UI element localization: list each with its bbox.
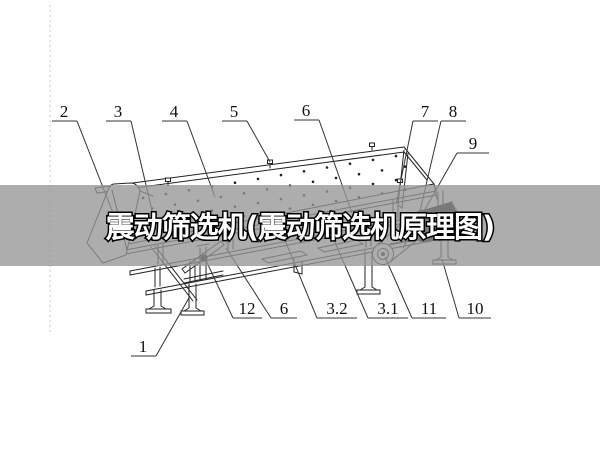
- watermark-band: [0, 185, 600, 266]
- rail-bolts: [165, 142, 403, 188]
- callout-label: 11: [421, 299, 437, 318]
- callout-4: 4: [162, 102, 216, 198]
- callout-10: 10: [441, 258, 491, 319]
- callout-label: 9: [469, 134, 478, 153]
- callout-label: 6: [280, 299, 289, 318]
- callout-label: 3: [114, 102, 123, 121]
- callout-label: 5: [230, 102, 239, 121]
- callout-label: 1: [139, 337, 148, 356]
- callout-label: 4: [170, 102, 179, 121]
- callout-label: 6: [302, 101, 311, 120]
- callout-1: 1: [131, 295, 191, 357]
- callout-leader-line: [441, 258, 460, 319]
- callout-label: 3.2: [326, 299, 347, 318]
- callout-5: 5: [222, 102, 271, 163]
- callout-leader-line: [186, 120, 216, 198]
- callout-label: 12: [239, 299, 256, 318]
- callout-leader-line: [384, 256, 413, 319]
- callout-label: 10: [467, 299, 484, 318]
- callout-label: 7: [421, 102, 430, 121]
- callout-leader-line: [155, 295, 191, 357]
- callout-label: 2: [60, 102, 69, 121]
- callout-label: 8: [449, 102, 458, 121]
- callout-leader-line: [246, 120, 271, 163]
- watermark-text: 震动筛选机(震动筛选机原理图): [106, 210, 495, 244]
- callout-11: 11: [384, 256, 446, 319]
- callout-label: 3.1: [377, 299, 398, 318]
